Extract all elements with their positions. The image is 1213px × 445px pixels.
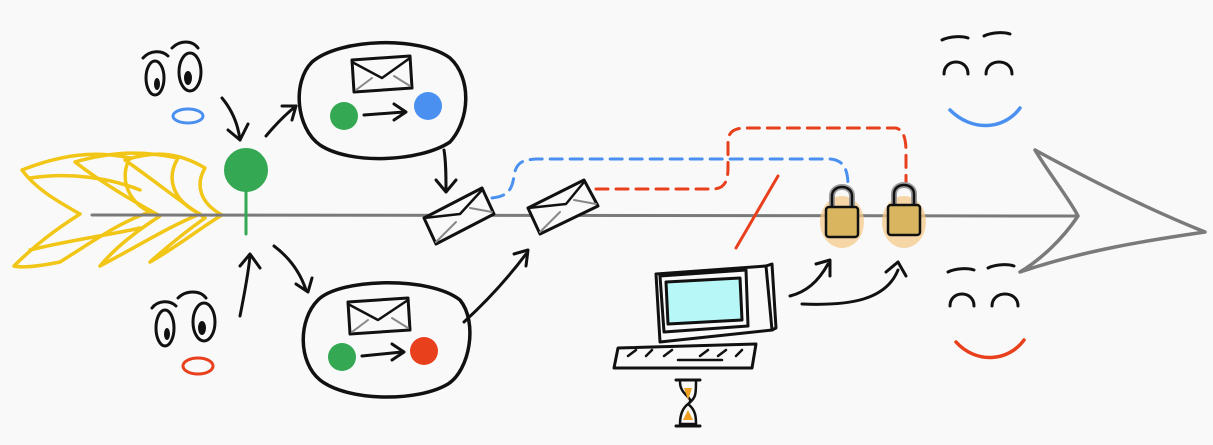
transform-arrow-icon: [360, 342, 406, 362]
user-blue-face-icon: [141, 40, 205, 125]
computer-to-lock-arrows: [788, 258, 908, 306]
padlock-icon: [820, 184, 864, 248]
encrypt-bubble-red: [301, 281, 472, 399]
arrow-fletching-icon: [12, 151, 224, 269]
red-dashed-route: [594, 126, 908, 191]
envelope-icon: [526, 178, 600, 236]
envelope-icon: [346, 296, 412, 336]
envelope-on-timeline-1: [422, 186, 496, 246]
transform-arrow-icon: [362, 102, 408, 122]
red-target-dot-icon: [410, 337, 438, 365]
red-link-line: [734, 174, 780, 250]
user-red-face-icon: [150, 290, 217, 376]
green-event-dot-icon: [224, 148, 268, 236]
bubble-to-envelope-arrows: [434, 148, 530, 324]
smiling-face-icon: [940, 31, 1022, 128]
green-source-dot-icon: [330, 102, 358, 130]
timeline-arrow: [12, 148, 1207, 274]
dot-to-bubble-arrows: [264, 104, 314, 294]
envelope-on-timeline-2: [526, 178, 600, 236]
blue-target-dot-icon: [414, 92, 442, 120]
green-source-dot-icon: [328, 343, 356, 371]
envelope-icon: [350, 54, 414, 94]
hourglass-icon: [674, 378, 702, 428]
computer-icon: [612, 262, 778, 370]
padlock-icon: [882, 182, 926, 248]
envelope-icon: [422, 186, 496, 246]
timeline-shaft: [90, 213, 1077, 218]
encrypt-bubble-blue: [297, 40, 468, 161]
blue-dashed-route: [490, 157, 850, 200]
arrow-head-icon: [1018, 148, 1207, 274]
user-arrows: [220, 96, 262, 318]
smiling-face-icon: [946, 263, 1026, 360]
